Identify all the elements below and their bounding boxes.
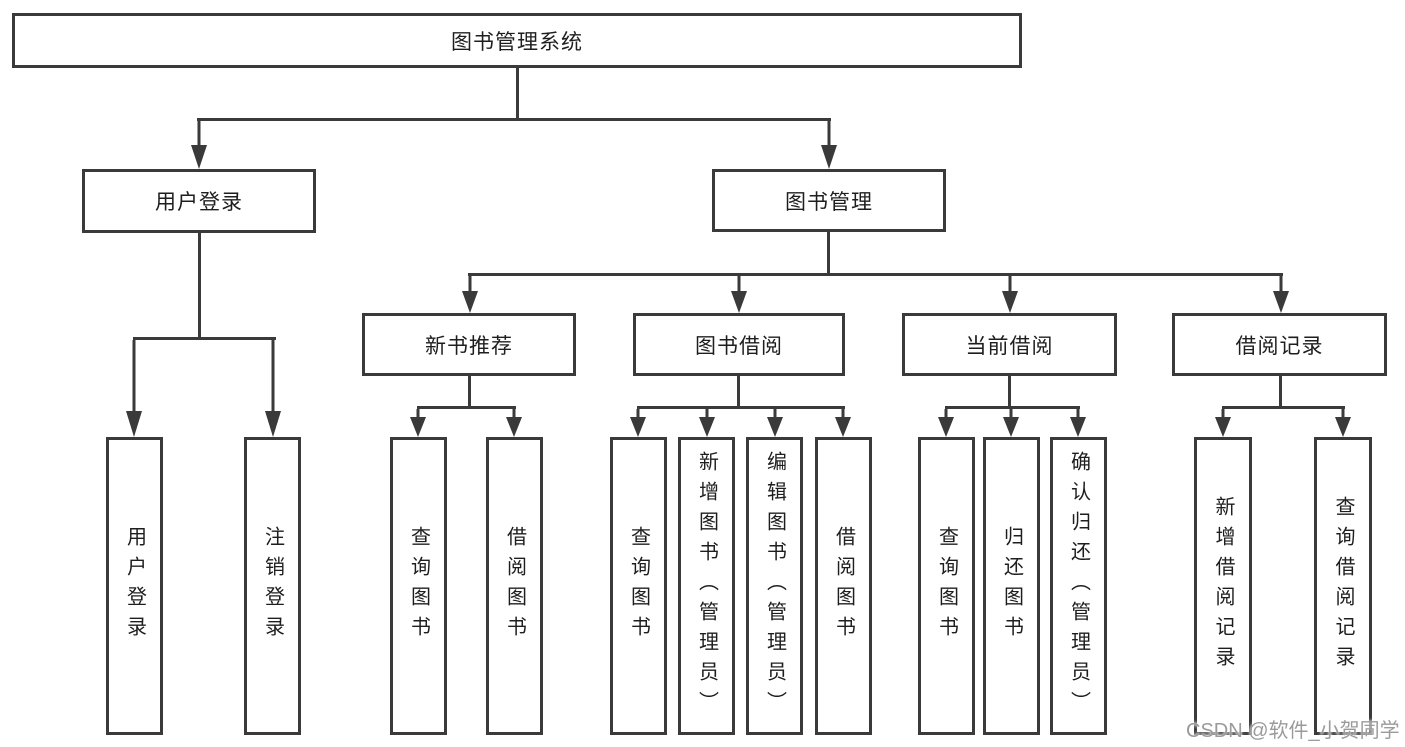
arrow-down-icon <box>1334 409 1352 437</box>
leaf-query-book-bb: 查询图书 <box>610 437 667 735</box>
leaf-return-book: 归还图书 <box>983 437 1040 735</box>
leaf-query-book-cb-label: 查询图书 <box>935 526 958 646</box>
leaf-confirm-return-label: 确认归还（管理员） <box>1067 451 1090 721</box>
connector-line <box>827 232 830 276</box>
node-user-login-label: 用户登录 <box>155 191 243 214</box>
leaf-edit-book-admin-label: 编辑图书（管理员） <box>763 451 786 721</box>
arrow-down-icon <box>834 409 852 437</box>
arrow-down-icon <box>1214 409 1232 437</box>
leaf-borrow-book-bb-label: 借阅图书 <box>832 526 855 646</box>
node-current-borrow: 当前借阅 <box>902 313 1117 376</box>
leaf-logout-label: 注销登录 <box>261 526 284 646</box>
leaf-user-login: 用户登录 <box>106 437 163 735</box>
leaf-borrow-book-rec: 借阅图书 <box>486 437 543 735</box>
node-user-login: 用户登录 <box>82 169 316 233</box>
leaf-add-borrow-rec: 新增借阅记录 <box>1194 437 1252 735</box>
arrow-down-icon <box>1001 276 1019 313</box>
arrow-down-icon <box>264 340 282 437</box>
arrow-down-icon <box>820 121 838 169</box>
arrow-down-icon <box>629 409 647 437</box>
connector-line <box>468 273 1283 276</box>
leaf-add-borrow-rec-label: 新增借阅记录 <box>1212 496 1234 676</box>
leaf-add-book-admin: 新增图书（管理员） <box>678 437 735 735</box>
arrow-down-icon <box>766 409 784 437</box>
leaf-borrow-book-rec-label: 借阅图书 <box>503 526 526 646</box>
node-book-borrow-label: 图书借阅 <box>695 334 783 358</box>
arrow-down-icon <box>937 409 955 437</box>
arrow-down-icon <box>125 340 143 437</box>
arrow-down-icon <box>505 409 523 437</box>
leaf-logout: 注销登录 <box>244 437 301 735</box>
leaf-add-book-admin-label: 新增图书（管理员） <box>695 451 718 721</box>
leaf-query-book-bb-label: 查询图书 <box>627 526 650 646</box>
leaf-confirm-return: 确认归还（管理员） <box>1050 437 1107 735</box>
arrow-down-icon <box>698 409 716 437</box>
leaf-borrow-book-bb: 借阅图书 <box>815 437 872 735</box>
arrow-down-icon <box>1069 409 1087 437</box>
node-borrow-records-label: 借阅记录 <box>1235 334 1324 358</box>
csdn-watermark: CSDN @软件_小贺同学 <box>1186 720 1400 742</box>
connector-line <box>197 118 831 121</box>
connector-line <box>133 337 276 340</box>
connector-line <box>637 406 845 409</box>
node-new-book-rec: 新书推荐 <box>362 313 576 376</box>
leaf-return-book-label: 归还图书 <box>1000 526 1023 646</box>
node-current-borrow-label: 当前借阅 <box>965 334 1054 358</box>
connector-line <box>945 406 1080 409</box>
connector-line <box>516 68 519 121</box>
node-new-book-rec-label: 新书推荐 <box>425 334 513 358</box>
arrow-down-icon <box>1272 276 1290 313</box>
arrow-down-icon <box>190 121 208 169</box>
arrow-down-icon <box>1002 409 1020 437</box>
node-borrow-records: 借阅记录 <box>1172 313 1387 376</box>
node-book-mgmt: 图书管理 <box>712 169 946 232</box>
arrow-down-icon <box>409 409 427 437</box>
leaf-edit-book-admin: 编辑图书（管理员） <box>746 437 803 735</box>
leaf-user-login-label: 用户登录 <box>123 526 146 646</box>
leaf-query-book-cb: 查询图书 <box>918 437 975 735</box>
node-root: 图书管理系统 <box>12 13 1022 68</box>
node-root-label: 图书管理系统 <box>451 30 583 54</box>
arrow-down-icon <box>730 276 748 313</box>
connector-line <box>468 376 471 409</box>
leaf-query-book-rec-label: 查询图书 <box>407 526 430 646</box>
leaf-query-borrow-rec-label: 查询借阅记录 <box>1332 496 1354 676</box>
connector-line <box>737 376 740 409</box>
connector-line <box>198 233 201 340</box>
connector-line <box>1279 376 1282 409</box>
connector-line <box>417 406 516 409</box>
leaf-query-borrow-rec: 查询借阅记录 <box>1314 437 1372 735</box>
connector-line <box>1222 406 1345 409</box>
leaf-query-book-rec: 查询图书 <box>390 437 447 735</box>
node-book-borrow: 图书借阅 <box>633 313 845 376</box>
connector-line <box>1008 376 1011 409</box>
node-book-mgmt-label: 图书管理 <box>785 190 873 214</box>
arrow-down-icon <box>461 276 479 313</box>
